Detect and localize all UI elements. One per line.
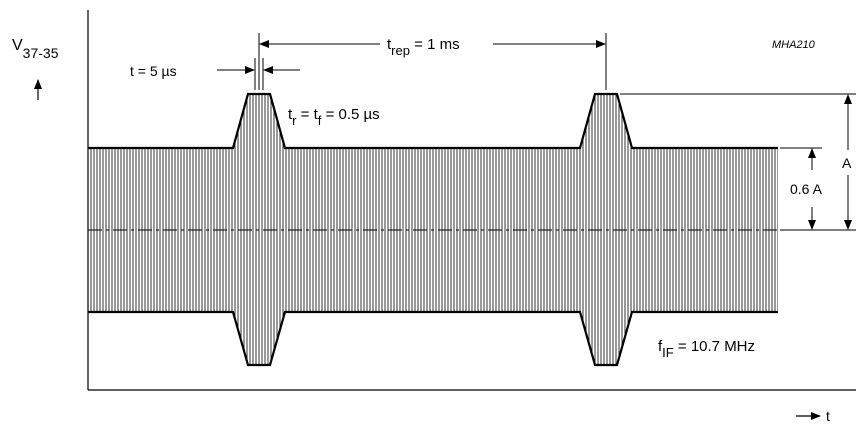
figure-id-label: MHA210 <box>772 39 816 51</box>
rise-fall-tail: = 0.5 µs <box>321 106 379 123</box>
rise-fall-t1: t <box>288 106 293 123</box>
freq-label: fIF = 10.7 MHz <box>658 338 755 360</box>
x-axis-label: t <box>826 408 830 424</box>
rise-fall-sub-f: f <box>318 113 322 128</box>
envelope-bottom-line <box>88 310 778 367</box>
y-axis-label: V37-35 <box>12 37 59 61</box>
freq-label-tail: = 10.7 MHz <box>674 338 755 355</box>
rise-fall-sub-r: r <box>292 113 297 128</box>
t-rep-label-t: t <box>387 36 392 53</box>
t-rep-label-tail: = 1 ms <box>410 36 460 53</box>
amp-full-label: A <box>842 155 852 171</box>
envelope-top-line <box>88 92 778 150</box>
t-rep-label-sub: rep <box>391 43 410 58</box>
rise-fall-label: tr = tf = 0.5 µs <box>288 106 380 128</box>
y-axis-label-sub: 37-35 <box>23 45 59 61</box>
y-axis-label-main: V <box>12 37 23 54</box>
rise-fall-mid: = t <box>297 106 319 123</box>
t-rep-label: trep = 1 ms <box>387 36 460 58</box>
freq-label-f: f <box>658 338 663 355</box>
amp-partial-label: 0.6 A <box>790 181 823 197</box>
freq-label-sub: IF <box>662 345 674 360</box>
pulse-width-label: t = 5 µs <box>130 63 177 79</box>
